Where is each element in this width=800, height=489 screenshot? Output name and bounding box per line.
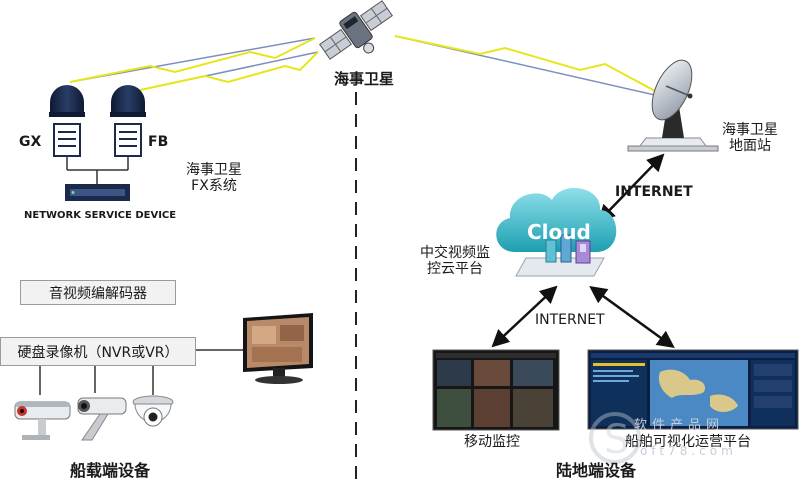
internet-link-left (491, 285, 558, 348)
ship-side-caption: 船载端设备 (70, 461, 151, 480)
internet-label-bottom: INTERNET (535, 312, 605, 328)
network-device-label: NETWORK SERVICE DEVICE (24, 210, 177, 221)
watermark-logo: S (589, 412, 641, 464)
satellite-dish-icon (627, 59, 719, 152)
satellite-icon (319, 0, 393, 60)
monitor-icon (243, 313, 313, 384)
bullet-camera-icon (14, 401, 71, 440)
radome-terminal-icon (110, 85, 146, 157)
cloud-platform-label: 中交视频监 控云平台 (414, 245, 496, 277)
internet-link-right (589, 285, 675, 349)
cloud-icon (496, 187, 617, 277)
fx-system-line1: 海事卫星 (186, 162, 242, 178)
internet-label-top: INTERNET (615, 184, 693, 200)
mobile-monitor-label: 移动监控 (464, 434, 520, 450)
cloud-badge: Cloud (527, 220, 591, 244)
terminal-label-fb: FB (148, 134, 169, 150)
fx-system-line2: FX系统 (191, 178, 237, 195)
shore-side-caption: 陆地端设备 (556, 461, 637, 480)
codec-box: 音视频编解码器 (20, 280, 176, 305)
ground-station-line2: 地面站 (729, 138, 771, 155)
ground-station-label: 海事卫星 地面站 (714, 122, 786, 154)
watermark-url: oft78.com (640, 444, 737, 458)
ground-station-line1: 海事卫星 (722, 122, 778, 138)
internet-link-top (597, 153, 665, 223)
camera-connectors (39, 366, 154, 395)
radome-terminal-icon (49, 85, 85, 157)
cloud-platform-line1: 中交视频监 (420, 245, 490, 261)
network-device-icon (65, 184, 130, 201)
terminal-label-gx: GX (19, 134, 42, 150)
watermark-brand: 软件产品网 (634, 418, 725, 433)
bullet-camera-icon (77, 397, 127, 441)
satellite-links (69, 35, 669, 99)
satellite-label: 海事卫星 (334, 70, 395, 88)
ship-platform-label: 船舶可视化运营平台 (625, 434, 751, 450)
terminal-connectors (66, 156, 129, 184)
svg-text:S: S (604, 417, 629, 463)
recorder-box: 硬盘录像机（NVR或VR） (0, 337, 196, 366)
fx-system-label: 海事卫星 FX系统 (180, 162, 248, 194)
laptop-screen-icon (432, 349, 560, 431)
dome-camera-icon (132, 395, 174, 427)
monitor-connector (195, 349, 249, 368)
cloud-platform-line2: 控云平台 (427, 261, 483, 278)
laptop-screen-icon (587, 349, 799, 430)
